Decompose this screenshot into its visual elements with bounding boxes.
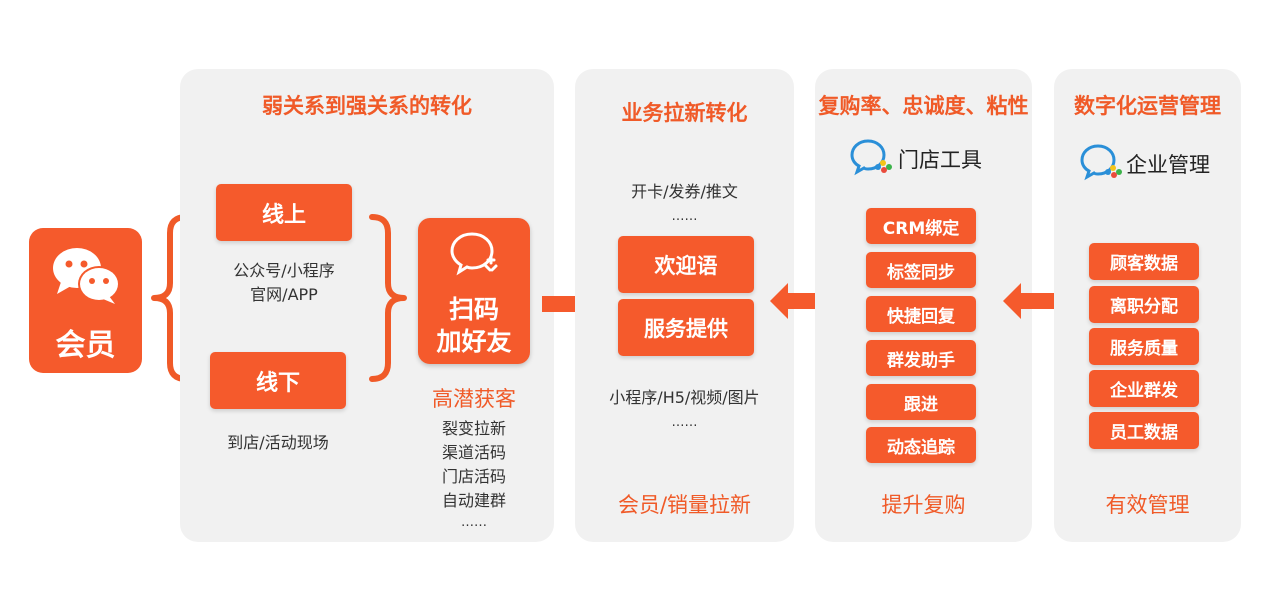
online-button[interactable]: 线上	[216, 184, 352, 241]
panel1-item-5: ……	[461, 515, 487, 530]
scan-line-2: 加好友	[436, 327, 512, 356]
crm-bind-button[interactable]: CRM绑定	[866, 208, 976, 244]
online-desc-2: 官网/APP	[250, 285, 318, 304]
panel1-item-2: 渠道活码	[441, 443, 506, 462]
customer-data-button[interactable]: 顾客数据	[1089, 243, 1199, 280]
wecom-chat-icon	[450, 232, 498, 276]
follow-up-button[interactable]: 跟进	[866, 384, 976, 420]
store-tool-label: 门店工具	[898, 148, 982, 172]
wecom-logo-icon	[1080, 144, 1122, 181]
panel2-top-ellipsis: ……	[671, 209, 698, 224]
welcome-message-button[interactable]: 欢迎语	[618, 236, 754, 293]
service-provision-button[interactable]: 服务提供	[618, 299, 754, 356]
panel1-item-1: 裂变拉新	[441, 419, 506, 438]
mass-send-assistant-button[interactable]: 群发助手	[866, 340, 976, 376]
online-desc-1: 公众号/小程序	[233, 261, 335, 280]
panel4-title: 数字化运营管理	[1074, 94, 1221, 118]
service-quality-button[interactable]: 服务质量	[1089, 328, 1199, 365]
panel2-footer: 会员/销量拉新	[617, 493, 752, 517]
right-brace	[369, 214, 407, 382]
activity-tracking-button[interactable]: 动态追踪	[866, 427, 976, 463]
departure-allocation-button[interactable]: 离职分配	[1089, 286, 1199, 323]
panel2-top-text: 开卡/发券/推文	[631, 182, 738, 201]
panel1-item-4: 自动建群	[441, 491, 506, 510]
panel3-footer: 提升复购	[881, 493, 966, 517]
panel2-bottom-text: 小程序/H5/视频/图片	[609, 388, 760, 407]
scan-add-friend-box[interactable]: 扫码 加好友	[418, 218, 530, 364]
scan-line-1: 扫码	[448, 295, 499, 324]
panel4-footer: 有效管理	[1105, 493, 1190, 517]
offline-button[interactable]: 线下	[210, 352, 346, 409]
panel1-item-3: 门店活码	[441, 467, 506, 486]
wechat-icon	[53, 248, 120, 304]
employee-data-button[interactable]: 员工数据	[1089, 412, 1199, 449]
quick-reply-button[interactable]: 快捷回复	[866, 296, 976, 332]
panel1-subtitle: 高潜获客	[432, 387, 516, 411]
tag-sync-button[interactable]: 标签同步	[866, 252, 976, 288]
enterprise-management-label: 企业管理	[1126, 153, 1210, 177]
member-box: 会员	[29, 228, 142, 373]
enterprise-mass-send-button[interactable]: 企业群发	[1089, 370, 1199, 407]
panel3-title: 复购率、忠诚度、粘性	[818, 94, 1029, 118]
panel2-bottom-ellipsis: ……	[671, 415, 698, 430]
panel2-title: 业务拉新转化	[621, 101, 748, 125]
member-label: 会员	[55, 328, 116, 363]
panel1-title: 弱关系到强关系的转化	[262, 94, 472, 118]
offline-desc: 到店/活动现场	[227, 433, 329, 452]
wecom-logo-icon	[850, 139, 892, 176]
left-brace	[151, 214, 189, 382]
